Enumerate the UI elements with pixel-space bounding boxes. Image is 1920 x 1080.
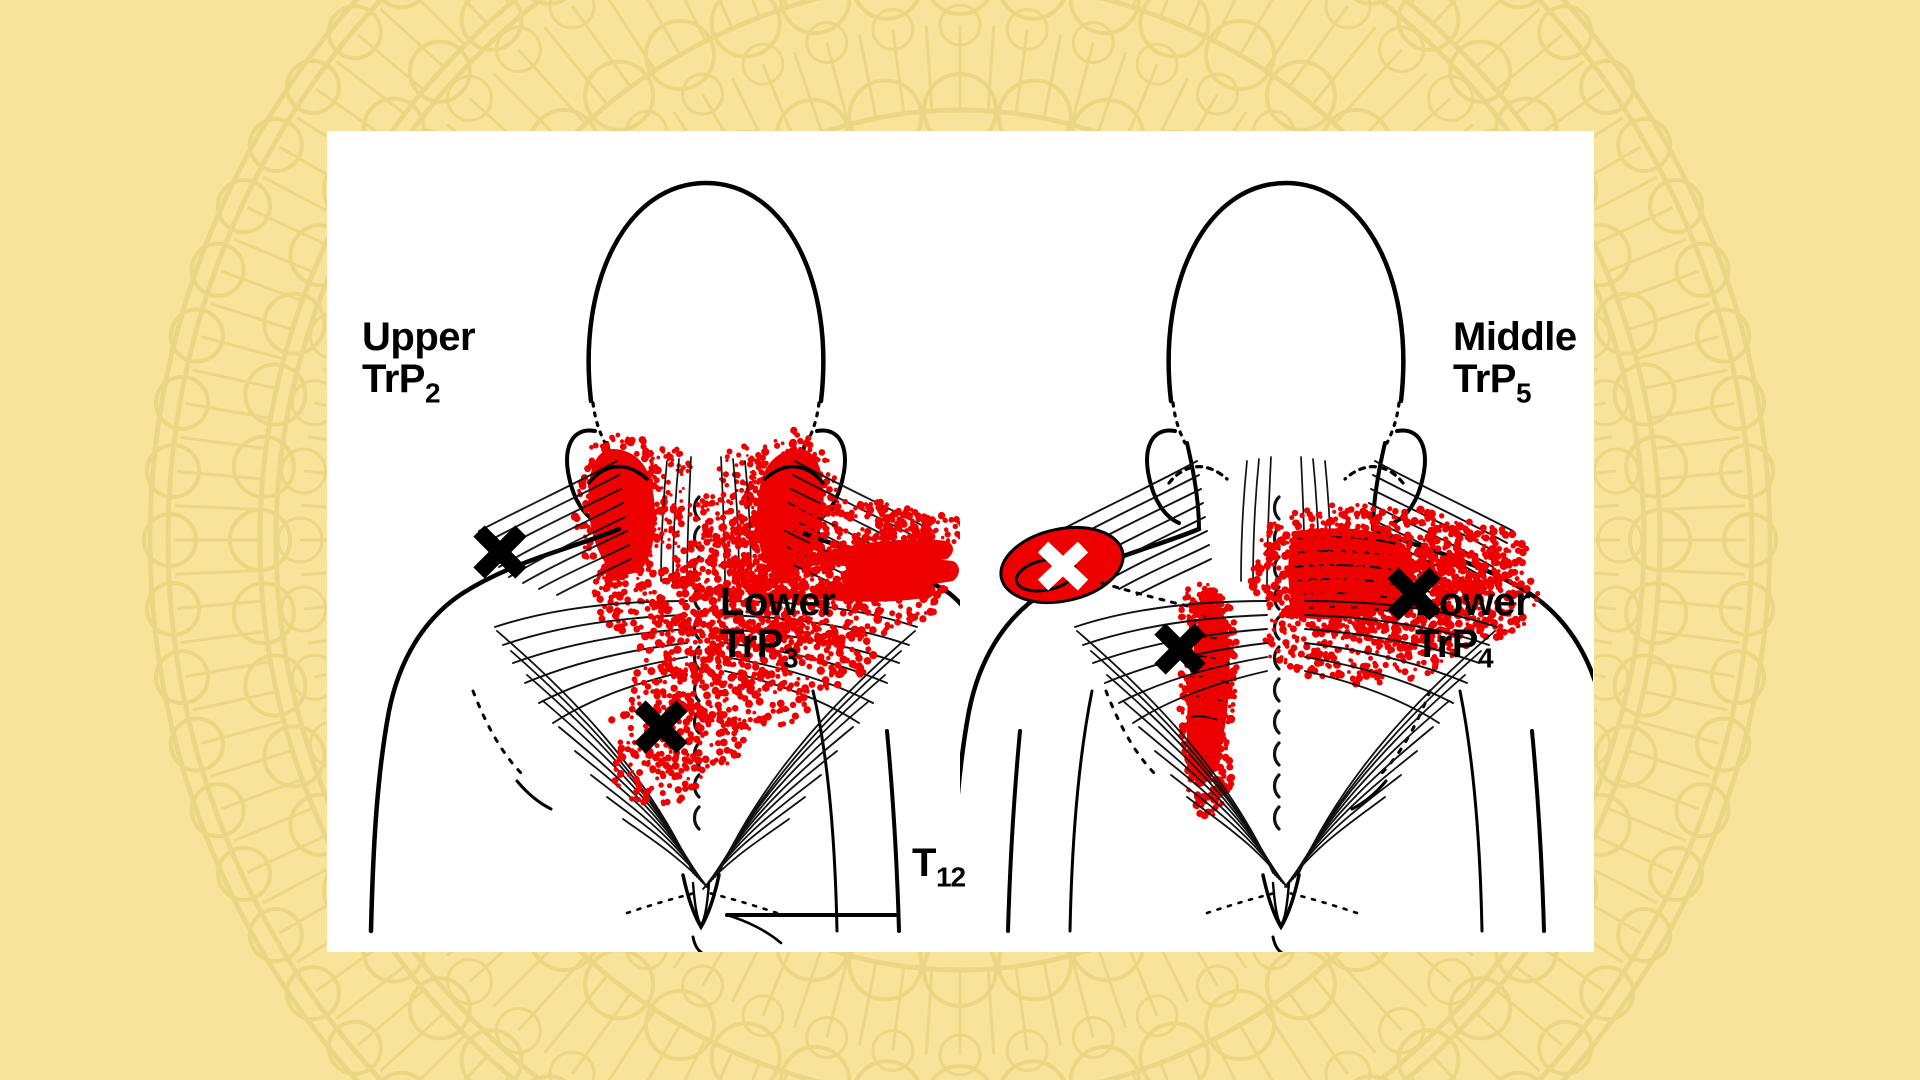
label-lower-trp4-line1: Lower bbox=[1415, 580, 1531, 624]
right-figure: Middle TrP5 Lower TrP4 Middle TrP6 7 bbox=[960, 131, 1593, 952]
label-upper-trp2-line2: TrP2 bbox=[362, 357, 441, 410]
marker-trp2-x bbox=[473, 525, 527, 579]
marker-trp4-black-x bbox=[1154, 623, 1206, 675]
illustration-panel: Upper TrP2 Lower TrP3 T12 bbox=[327, 131, 1594, 952]
marker-trp5-white-x bbox=[1037, 541, 1089, 591]
label-lower-trp4: Lower TrP4 bbox=[1415, 580, 1531, 675]
marker-trp6-black-x bbox=[1387, 567, 1441, 621]
marker-trp3-x bbox=[634, 700, 688, 754]
left-figure: Upper TrP2 Lower TrP3 T12 bbox=[327, 131, 966, 952]
label-lower-trp4-line2: TrP4 bbox=[1415, 622, 1494, 675]
label-vertebra-t12: T12 bbox=[912, 841, 966, 893]
label-upper-trp2-line1: Upper bbox=[362, 315, 476, 359]
label-middle-trp5-line1: Middle bbox=[1453, 315, 1577, 359]
label-lower-trp3-line1: Lower bbox=[720, 580, 836, 624]
label-upper-trp2: Upper TrP2 bbox=[362, 315, 476, 410]
label-lower-trp3: Lower TrP3 bbox=[720, 580, 836, 675]
label-lower-trp3-line2: TrP3 bbox=[720, 622, 799, 675]
label-middle-trp5-line2: TrP5 bbox=[1453, 357, 1532, 410]
label-middle-trp5: Middle TrP5 bbox=[1453, 316, 1577, 409]
